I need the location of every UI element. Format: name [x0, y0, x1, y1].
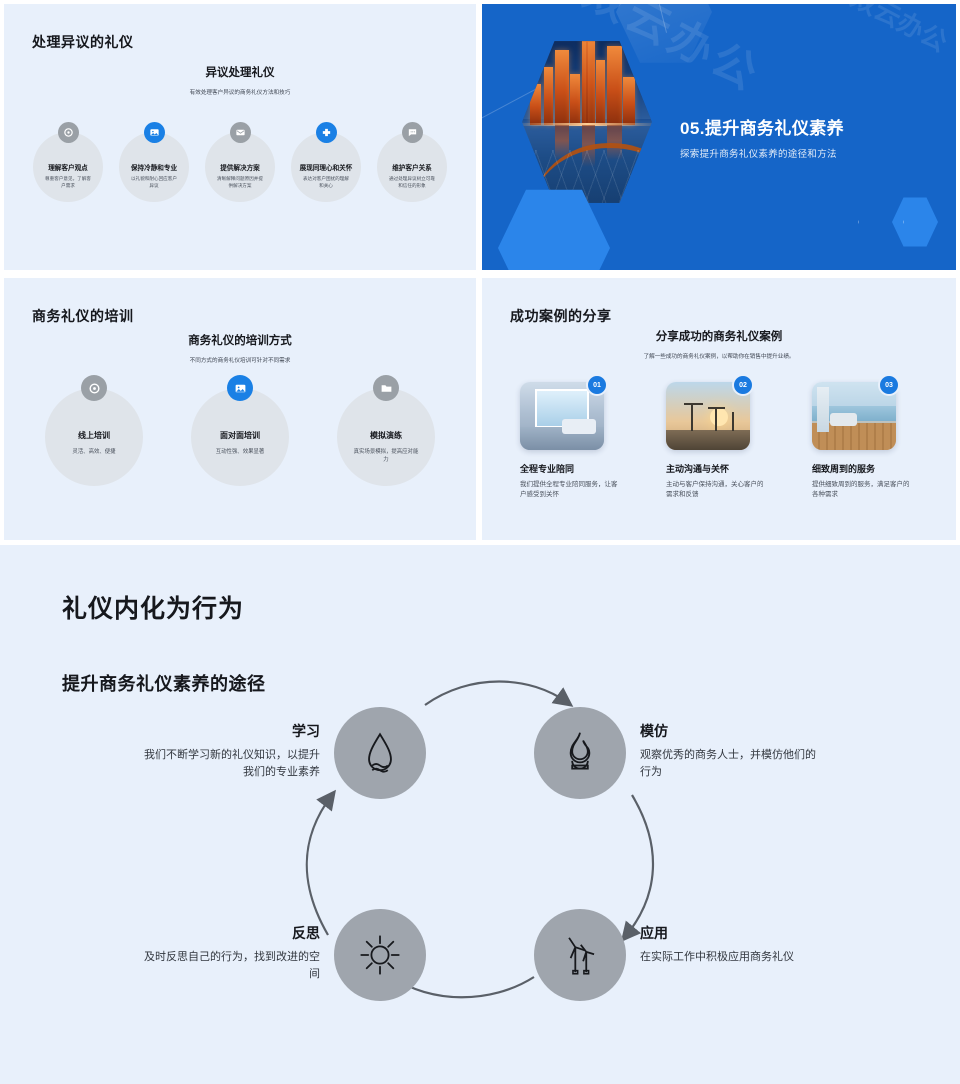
list-item-title: 提供解决方案 [220, 165, 260, 172]
slide3-circle-row: 线上培训 灵活、高效、便捷 面对面培训 互动性强、效果显著 模拟演练 真实场景模… [4, 375, 476, 486]
decor-hexagon-outline [858, 197, 904, 247]
cycle-label-learn: 学习 我们不断学习新的礼仪知识，以提升我们的专业素养 [140, 721, 320, 781]
list-item-title: 主动沟通与关怀 [666, 464, 730, 474]
slide1-heading-block: 异议处理礼仪 有效处理客户异议的商务礼仪方法和技巧 [4, 64, 476, 96]
record-icon [57, 122, 79, 143]
case-card-list: 01 全程专业陪同 我们提供全程专业陪同服务，让客户感受到关怀 02 主动沟通与… [520, 374, 912, 501]
cycle-node-learn[interactable] [334, 707, 426, 799]
water-drop-icon [368, 732, 392, 773]
cycle-node-title: 反思 [292, 925, 320, 941]
list-item-title: 理解客户观点 [48, 165, 88, 172]
list-item[interactable]: 理解客户观点 尊重客户意见，了解客户需求 [33, 122, 103, 202]
mail-icon [229, 122, 251, 143]
list-item[interactable]: 维护客户关系 通过处理异议树立可靠和信任的形象 [377, 122, 447, 202]
status-badge: 03 [878, 374, 900, 396]
windmill-icon [568, 937, 595, 975]
slide-etiquette-training: 商务礼仪的培训 商务礼仪的培训方式 不同方式的商务礼仪培训可针对不同需求 线上培… [4, 278, 476, 540]
sun-icon [360, 935, 400, 975]
list-item-desc: 主动与客户保持沟通，关心客户的需求和反馈 [666, 481, 764, 499]
list-item-desc: 以礼貌和耐心回应客户异议 [131, 176, 177, 188]
list-item[interactable]: 模拟演练 真实场景模拟，提高应对能力 [337, 375, 435, 486]
medical-icon [315, 122, 337, 143]
list-item[interactable]: 提供解决方案 清晰解释问题原因并提供解决方案 [205, 122, 275, 202]
status-badge: 01 [586, 374, 608, 396]
list-item-desc: 真实场景模拟，提高应对能力 [353, 449, 419, 463]
list-item-desc: 表达对客户困扰的理解和关心 [303, 176, 349, 188]
image-icon [227, 375, 253, 401]
list-item-desc: 清晰解释问题原因并提供解决方案 [217, 176, 263, 188]
list-item[interactable]: 展现同理心和关怀 表达对客户困扰的理解和关心 [291, 122, 361, 202]
city-skyline-photo [522, 41, 652, 203]
list-item-desc: 灵活、高效、便捷 [72, 449, 116, 455]
slide3-heading: 商务礼仪的培训方式 [188, 335, 292, 347]
cycle-node-desc: 及时反思自己的行为，找到改进的空间 [144, 951, 320, 981]
section-subtitle: 提升商务礼仪素养的途径 [62, 674, 266, 694]
slide4-subheading: 了解一些成功的商务礼仪案例，以帮助你在销售中提升业绩。 [643, 354, 795, 360]
slide-objection-etiquette: 处理异议的礼仪 异议处理礼仪 有效处理客户异议的商务礼仪方法和技巧 理解客户观点… [4, 4, 476, 270]
list-item[interactable]: 01 全程专业陪同 我们提供全程专业陪同服务，让客户感受到关怀 [520, 374, 620, 501]
slide-section-divider: 双云办公 双云办公 05.提升商务礼仪素养 探索提升商务礼仪素养 [482, 4, 956, 270]
cycle-node-desc: 观察优秀的商务人士，并模仿他们的行为 [640, 749, 816, 779]
list-item-title: 面对面培训 [220, 431, 260, 440]
hotel-room-photo [520, 382, 604, 450]
cycle-node-title: 学习 [292, 723, 320, 739]
list-item-title: 模拟演练 [370, 431, 402, 440]
slide1-subheading: 有效处理客户异议的商务礼仪方法和技巧 [189, 90, 291, 96]
list-item[interactable]: 03 细致周到的服务 提供细致周到的服务，满足客户的各种需求 [812, 374, 912, 501]
cycle-node-apply[interactable] [534, 909, 626, 1001]
list-item-desc: 尊重客户意见，了解客户需求 [45, 176, 91, 188]
list-item[interactable]: 线上培训 灵活、高效、便捷 [45, 375, 143, 486]
cycle-node-reflect[interactable] [334, 909, 426, 1001]
decor-hexagon-filled [892, 197, 938, 247]
list-item[interactable]: 02 主动沟通与关怀 主动与客户保持沟通，关心客户的需求和反馈 [666, 374, 766, 501]
list-item[interactable]: 保持冷静和专业 以礼貌和耐心回应客户异议 [119, 122, 189, 202]
page-title: 商务礼仪的培训 [32, 308, 134, 324]
list-item-title: 保持冷静和专业 [130, 165, 178, 172]
watermark-text-secondary: 双云办公 [846, 4, 953, 58]
slide3-subheading: 不同方式的商务礼仪培训可针对不同需求 [189, 358, 291, 364]
slide3-heading-block: 商务礼仪的培训方式 不同方式的商务礼仪培训可针对不同需求 [4, 332, 476, 364]
cycle-label-reflect: 反思 及时反思自己的行为，找到改进的空间 [140, 923, 320, 983]
construction-sunset-photo [666, 382, 750, 450]
list-item-title: 维护客户关系 [392, 165, 432, 172]
page-title: 处理异议的礼仪 [32, 34, 134, 50]
slide-success-cases: 成功案例的分享 分享成功的商务礼仪案例 了解一些成功的商务礼仪案例，以帮助你在销… [482, 278, 956, 540]
list-item-title: 线上培训 [78, 431, 110, 440]
list-item[interactable]: 面对面培训 互动性强、效果显著 [191, 375, 289, 486]
list-item-title: 展现同理心和关怀 [299, 165, 353, 172]
slide1-heading: 异议处理礼仪 [205, 67, 275, 79]
page-title: 礼仪内化为行为 [62, 595, 245, 623]
slide4-heading: 分享成功的商务礼仪案例 [655, 331, 783, 343]
list-item-title: 细致周到的服务 [812, 464, 876, 474]
status-badge: 02 [732, 374, 754, 396]
section-number-title: 05.提升商务礼仪素养 [680, 119, 845, 138]
cycle-label-imitate: 模仿 观察优秀的商务人士，并模仿他们的行为 [640, 721, 820, 781]
record-icon [81, 375, 107, 401]
flame-icon [569, 732, 591, 770]
cycle-node-desc: 在实际工作中积极应用商务礼仪 [640, 951, 794, 963]
list-item-desc: 提供细致周到的服务，满足客户的各种需求 [812, 481, 910, 499]
cycle-node-title: 模仿 [640, 723, 668, 739]
slide-internalize-etiquette: 礼仪内化为行为 提升商务礼仪素养的途径 学习 我们不断学习新的礼仪知识，以提升我… [0, 545, 960, 1084]
cycle-label-apply: 应用 在实际工作中积极应用商务礼仪 [640, 923, 820, 966]
list-item-title: 全程专业陪同 [520, 464, 575, 474]
image-icon [143, 122, 165, 143]
chat-icon [401, 122, 423, 143]
cycle-node-title: 应用 [640, 925, 668, 941]
seaside-lounge-photo [812, 382, 896, 450]
folder-icon [373, 375, 399, 401]
list-item-desc: 通过处理异议树立可靠和信任的形象 [389, 176, 435, 188]
list-item-desc: 我们提供全程专业陪同服务，让客户感受到关怀 [520, 481, 618, 499]
list-item-desc: 互动性强、效果显著 [215, 449, 265, 455]
cycle-node-desc: 我们不断学习新的礼仪知识，以提升我们的专业素养 [144, 749, 320, 779]
slide4-heading-block: 分享成功的商务礼仪案例 了解一些成功的商务礼仪案例，以帮助你在销售中提升业绩。 [482, 328, 956, 360]
hero-text-block: 05.提升商务礼仪素养 探索提升商务礼仪素养的途径和方法 [680, 114, 930, 160]
slide1-circle-row: 理解客户观点 尊重客户意见，了解客户需求 保持冷静和专业 以礼貌和耐心回应客户异… [4, 122, 476, 202]
page-title: 成功案例的分享 [510, 308, 612, 324]
cycle-node-imitate[interactable] [534, 707, 626, 799]
cycle-arrows [305, 680, 655, 999]
section-subtitle: 探索提升商务礼仪素养的途径和方法 [680, 149, 837, 160]
